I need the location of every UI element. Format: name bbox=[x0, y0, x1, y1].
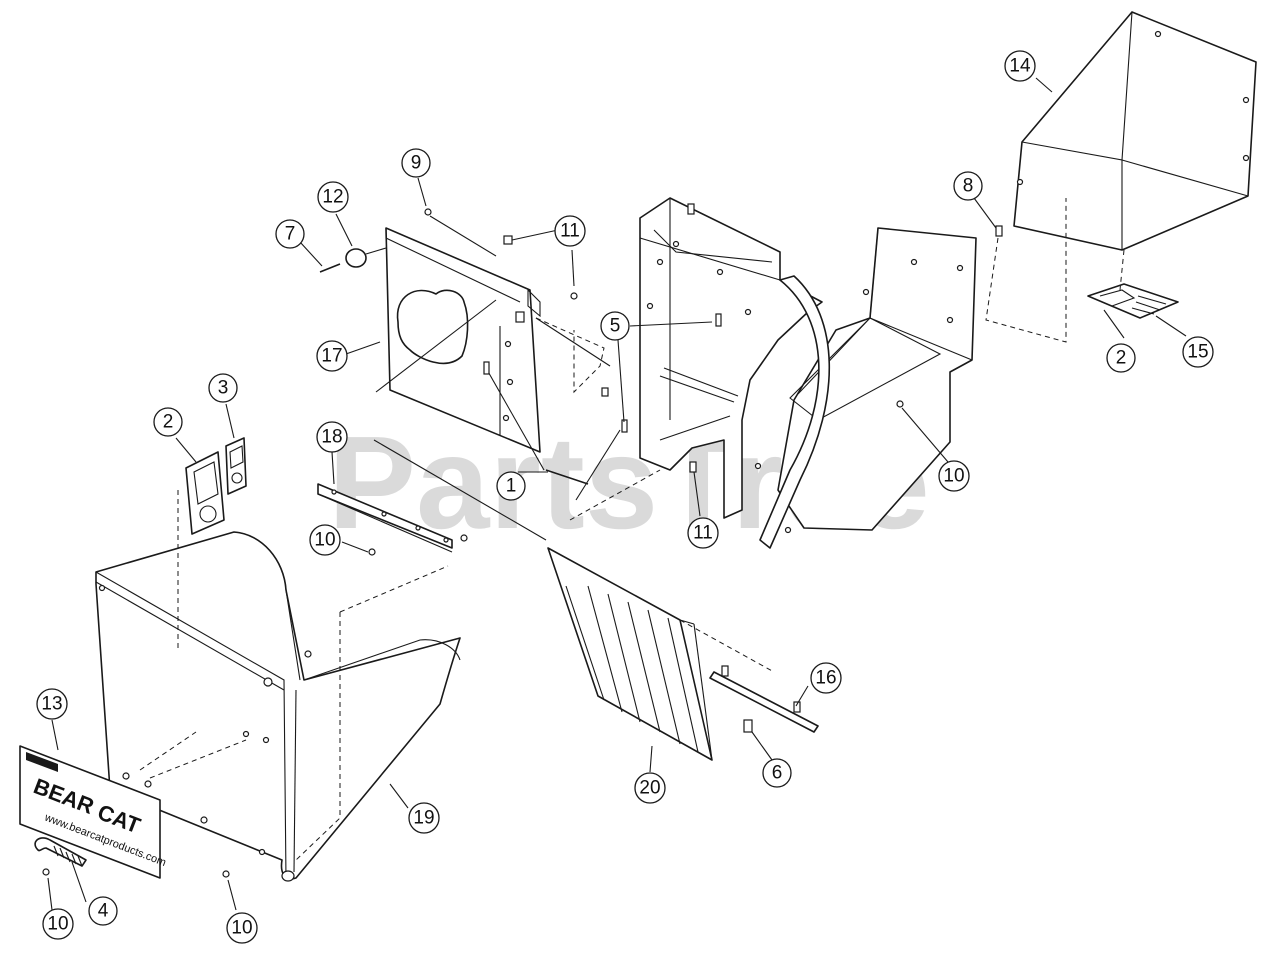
balloon-label: 1 bbox=[506, 476, 517, 497]
balloon: 7 bbox=[275, 219, 305, 249]
part-19-lower-chute[interactable] bbox=[95, 531, 461, 882]
part-10-nut[interactable] bbox=[368, 548, 376, 556]
part-10-nut[interactable] bbox=[222, 870, 230, 878]
balloon-label: 11 bbox=[560, 221, 580, 242]
part-5-bolt[interactable] bbox=[715, 313, 722, 327]
balloon-label: 13 bbox=[41, 694, 62, 715]
part-11-nut[interactable] bbox=[503, 235, 513, 245]
balloon: 10 bbox=[938, 460, 970, 492]
balloon: 10 bbox=[226, 912, 258, 944]
balloon-label: 12 bbox=[322, 187, 343, 208]
part-1-rod[interactable] bbox=[483, 361, 589, 485]
alignment-line bbox=[535, 317, 611, 367]
balloon-label: 8 bbox=[963, 176, 974, 197]
part-5-bolt[interactable] bbox=[621, 419, 628, 433]
balloon-label: 5 bbox=[610, 316, 621, 337]
center-housing[interactable] bbox=[639, 197, 831, 549]
alignment-line bbox=[339, 565, 449, 613]
part-8-bolt[interactable] bbox=[995, 225, 1003, 237]
balloon-label: 9 bbox=[411, 153, 422, 174]
balloon: 5 bbox=[600, 311, 630, 341]
balloon: 2 bbox=[153, 407, 183, 437]
part-2-decal-left[interactable] bbox=[185, 451, 225, 535]
balloon-label: 10 bbox=[47, 914, 68, 935]
part-10-nut[interactable] bbox=[42, 868, 50, 876]
balloon-label: 15 bbox=[1187, 342, 1208, 363]
part-7-bolt[interactable] bbox=[319, 263, 341, 273]
balloon-label: 10 bbox=[231, 918, 252, 939]
alignment-line bbox=[535, 317, 605, 394]
balloon: 15 bbox=[1182, 336, 1214, 368]
balloon: 16 bbox=[810, 662, 842, 694]
balloon-label: 11 bbox=[693, 523, 713, 544]
balloon: 11 bbox=[687, 517, 719, 549]
part-16-strip[interactable] bbox=[709, 665, 819, 733]
balloon: 17 bbox=[316, 340, 348, 372]
balloon-label: 4 bbox=[98, 901, 109, 922]
balloon: 1 bbox=[496, 471, 526, 501]
balloon: 4 bbox=[88, 896, 118, 926]
alignment-line bbox=[295, 612, 341, 861]
balloon-label: 2 bbox=[1116, 348, 1127, 369]
balloon-label: 10 bbox=[314, 530, 335, 551]
alignment-line bbox=[139, 731, 197, 771]
balloon-label: 20 bbox=[639, 778, 660, 799]
alignment-line bbox=[375, 299, 497, 393]
balloon: 2 bbox=[1106, 343, 1136, 373]
balloon-label: 17 bbox=[321, 346, 342, 367]
alignment-line bbox=[575, 429, 621, 501]
balloon: 12 bbox=[317, 181, 349, 213]
part-12-knob[interactable] bbox=[345, 247, 387, 268]
balloon-label: 19 bbox=[413, 808, 434, 829]
balloon-label: 2 bbox=[163, 412, 174, 433]
leader-lines bbox=[47, 77, 1187, 911]
balloon: 20 bbox=[634, 772, 666, 804]
balloon: 10 bbox=[309, 524, 341, 556]
alignment-line bbox=[373, 439, 547, 541]
part-20-flap[interactable] bbox=[547, 547, 713, 761]
balloon: 14 bbox=[1004, 50, 1036, 82]
balloon: 19 bbox=[408, 802, 440, 834]
alignment-line bbox=[1119, 249, 1125, 291]
alignment-line bbox=[569, 469, 661, 521]
part-5-bolt[interactable] bbox=[601, 387, 609, 397]
balloon: 3 bbox=[208, 373, 238, 403]
part-11-nut[interactable] bbox=[570, 292, 578, 300]
part-9-nut[interactable] bbox=[424, 208, 432, 216]
part-15-decal[interactable] bbox=[1087, 283, 1179, 319]
balloon: 8 bbox=[953, 171, 983, 201]
balloon-label: 7 bbox=[285, 224, 296, 245]
part-10-chute-hopper[interactable] bbox=[777, 227, 977, 531]
balloon-label: 3 bbox=[218, 378, 229, 399]
balloon: 13 bbox=[36, 688, 68, 720]
balloon: 6 bbox=[762, 758, 792, 788]
balloon-label: 10 bbox=[943, 466, 964, 487]
part-18-bar[interactable] bbox=[317, 483, 453, 553]
balloon-label: 14 bbox=[1009, 56, 1031, 77]
part-6-bolt[interactable] bbox=[743, 719, 753, 733]
balloon: 10 bbox=[42, 908, 74, 940]
part-3-decal[interactable] bbox=[225, 437, 247, 495]
balloon-label: 18 bbox=[321, 427, 342, 448]
balloon-label: 6 bbox=[772, 763, 783, 784]
balloon: 9 bbox=[401, 148, 431, 178]
alignment-line bbox=[429, 215, 497, 257]
part-14-hopper-top[interactable] bbox=[1013, 11, 1257, 251]
balloon: 18 bbox=[316, 421, 348, 453]
part-4-spring-latch[interactable] bbox=[34, 837, 87, 867]
balloon: 11 bbox=[554, 215, 586, 247]
balloon-label: 16 bbox=[815, 668, 836, 689]
part-10-nut[interactable] bbox=[460, 534, 468, 542]
alignment-line bbox=[985, 198, 1067, 343]
